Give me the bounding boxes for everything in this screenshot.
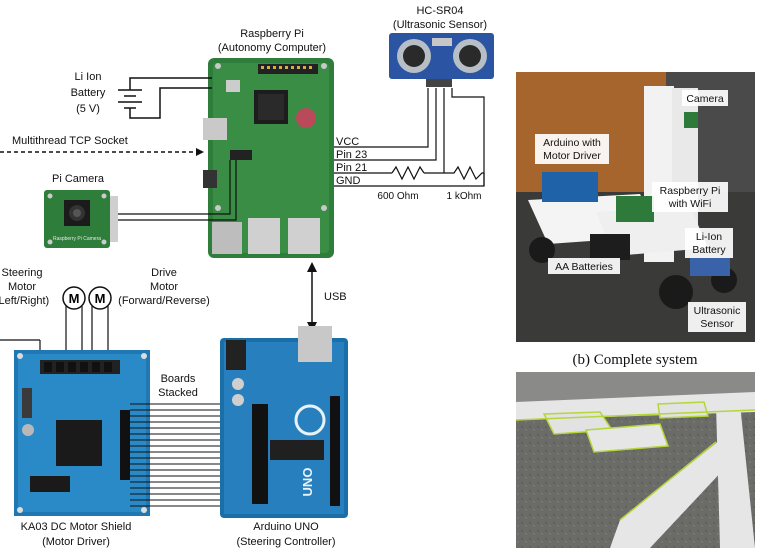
motor-shield-label-1: KA03 DC Motor Shield	[21, 521, 132, 533]
pin-gnd-label: GND	[336, 175, 361, 187]
steering-motor-label-2: Motor	[8, 281, 36, 293]
photo-labels: Camera Arduino with Motor Driver Raspber…	[535, 90, 746, 332]
photo-label-camera: Camera	[686, 93, 724, 105]
motor-shield-board	[14, 350, 150, 516]
usb-arrow	[307, 262, 317, 332]
photo-label-arduino-1: Arduino with	[543, 137, 601, 149]
drive-motor-m: M	[95, 291, 106, 306]
photo-label-ultrasonic-2: Sensor	[700, 318, 734, 330]
drive-motor-symbol: M	[88, 286, 112, 310]
boards-stacked-label-1: Boards	[161, 373, 196, 385]
battery-label-1: Li Ion	[75, 71, 102, 83]
uno-board-text: UNO	[300, 468, 315, 497]
camera-pcb-text: Raspberry Pi Camera	[53, 236, 101, 242]
photo-label-ultrasonic-1: Ultrasonic	[694, 305, 741, 317]
pin-23-label: Pin 23	[336, 149, 367, 161]
steering-motor-label-3: (Left/Right)	[0, 295, 49, 307]
complete-system-photo	[516, 72, 755, 342]
arduino-label-2: (Steering Controller)	[236, 536, 335, 548]
photo-label-liion-2: Battery	[692, 244, 726, 256]
boards-stacked-label-2: Stacked	[158, 387, 198, 399]
sensor-wiring	[334, 88, 485, 187]
photo-label-rpi-2: with WiFi	[668, 198, 712, 210]
arduino-label-1: Arduino UNO	[253, 521, 319, 533]
hc-sr04-sensor	[389, 33, 494, 87]
pin-21-label: Pin 21	[336, 162, 367, 174]
pi-camera-label: Pi Camera	[52, 173, 105, 185]
battery-label-3: (5 V)	[76, 103, 100, 115]
rpi-subtitle: (Autonomy Computer)	[218, 42, 326, 54]
battery-symbol	[118, 77, 212, 119]
rpi-title: Raspberry Pi	[240, 28, 304, 40]
camera-ribbon-cable	[118, 160, 237, 221]
ultrasonic-subtitle: (Ultrasonic Sensor)	[393, 19, 487, 31]
photo-label-liion-1: Li-Ion	[696, 231, 722, 243]
drive-motor-label-2: Motor	[150, 281, 178, 293]
steering-motor-symbol: M	[62, 286, 86, 310]
tcp-socket-label: Multithread TCP Socket	[12, 135, 128, 147]
steering-motor-label-1: Steering	[2, 267, 43, 279]
drive-motor-label-1: Drive	[151, 267, 177, 279]
battery-label-2: Battery	[71, 87, 106, 99]
ultrasonic-title: HC-SR04	[416, 5, 463, 17]
tcp-socket-arrow	[0, 148, 204, 156]
track-photo	[515, 372, 756, 548]
pin-vcc-label: VCC	[336, 136, 359, 148]
usb-label: USB	[324, 291, 347, 303]
drive-motor-label-3: (Forward/Reverse)	[118, 295, 210, 307]
resistor-600-label: 600 Ohm	[377, 191, 418, 202]
motor-shield-label-2: (Motor Driver)	[42, 536, 110, 548]
arduino-uno-board: UNO	[220, 326, 348, 518]
photo-label-arduino-2: Motor Driver	[543, 150, 601, 162]
photo-label-aa: AA Batteries	[555, 261, 613, 273]
raspberry-pi-board	[203, 58, 334, 258]
photo-label-rpi-1: Raspberry Pi	[660, 185, 721, 197]
pi-camera-board: Raspberry Pi Camera	[44, 190, 118, 248]
resistor-1k-label: 1 kOhm	[446, 191, 481, 202]
steering-motor-m: M	[69, 291, 80, 306]
caption-b: (b) Complete system	[573, 352, 698, 368]
motor-wiring	[0, 306, 109, 356]
